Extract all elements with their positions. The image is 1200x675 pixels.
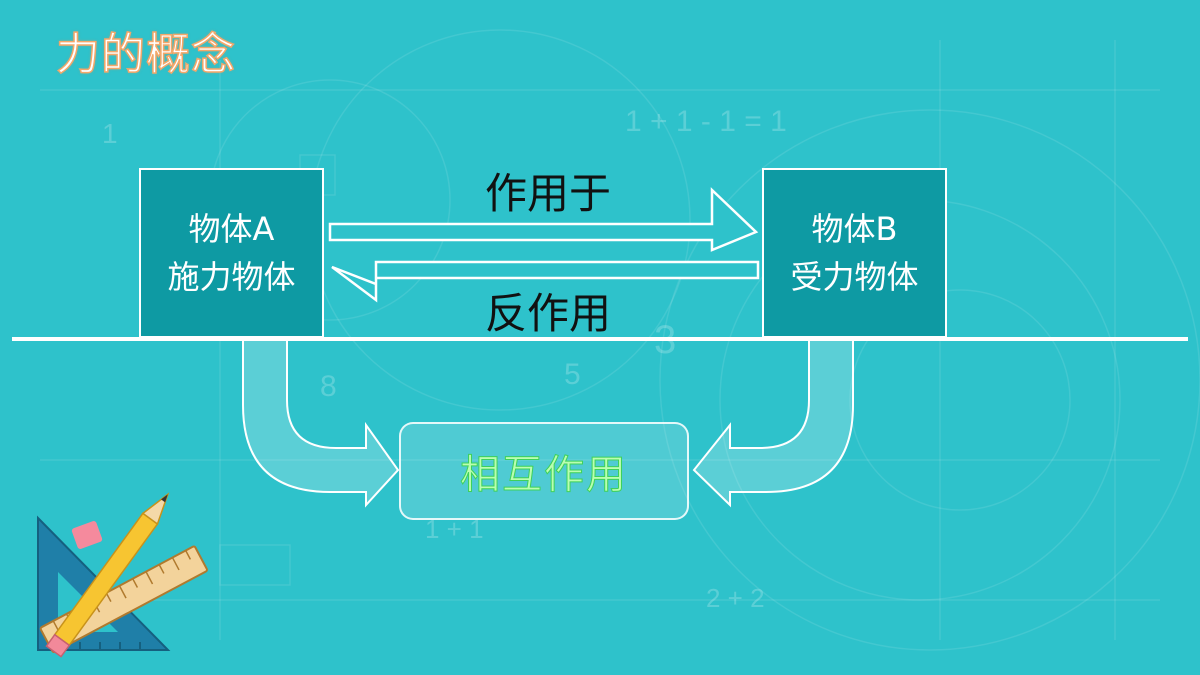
- object-b-box: 物体B 受力物体: [762, 168, 947, 338]
- background-number: 1: [102, 118, 118, 149]
- background-number: 8: [320, 370, 337, 403]
- forward-arrow-label: 作用于: [485, 169, 612, 218]
- background-number: 2 + 2: [706, 583, 765, 613]
- forward-arrow: [328, 187, 759, 252]
- object-a-box: 物体A 施力物体: [139, 168, 324, 338]
- reverse-arrow: [331, 260, 760, 303]
- object-b-name: 物体B: [811, 210, 898, 248]
- object-a-name: 物体A: [188, 210, 275, 248]
- page-title: 力的概念: [55, 28, 236, 81]
- eraser-icon: [71, 521, 103, 549]
- background-number: 1 + 1 - 1 = 1: [625, 105, 787, 138]
- background-number: 5: [564, 358, 581, 391]
- interaction-label: 相互作用: [460, 452, 628, 499]
- reverse-arrow-label: 反作用: [485, 289, 612, 338]
- pencil-icon: [45, 492, 170, 658]
- right-curved-arrow: [692, 317, 854, 508]
- ground-line: [12, 337, 1188, 341]
- left-curved-arrow: [242, 317, 400, 508]
- object-a-role: 施力物体: [167, 258, 296, 296]
- interaction-box: 相互作用: [399, 422, 689, 520]
- object-b-role: 受力物体: [790, 258, 919, 296]
